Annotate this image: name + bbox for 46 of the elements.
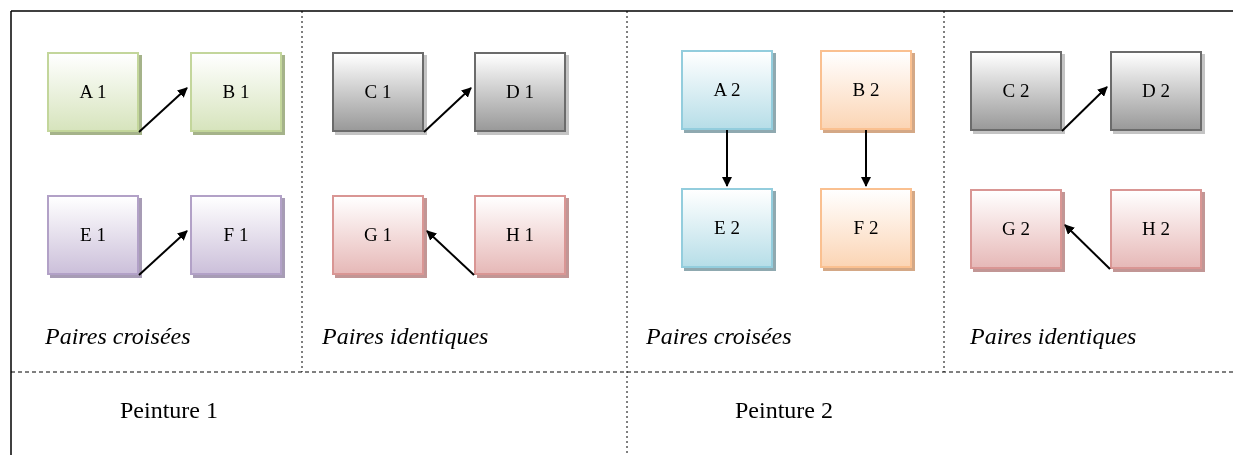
letter-box	[1110, 189, 1202, 269]
letter-box	[970, 51, 1062, 131]
box-label: H 1	[506, 222, 534, 247]
letter-box	[332, 52, 424, 132]
box-label: A 2	[713, 77, 741, 102]
box-label: C 2	[1002, 78, 1030, 103]
arrow	[722, 129, 732, 187]
arrow	[138, 230, 188, 276]
box-label: F 1	[223, 222, 249, 247]
letter-box	[1110, 51, 1202, 131]
box-label: C 1	[364, 79, 392, 104]
arrow	[1061, 86, 1108, 132]
letter-box	[47, 52, 139, 132]
letter-box	[190, 52, 282, 132]
box-label: F 2	[853, 215, 879, 240]
arrow	[423, 87, 472, 133]
box-label: B 1	[222, 79, 250, 104]
box-label: G 1	[364, 222, 392, 247]
letter-box	[474, 195, 566, 275]
box-label: G 2	[1002, 216, 1030, 241]
letter-box	[820, 188, 912, 268]
letter-box	[47, 195, 139, 275]
letter-box	[681, 188, 773, 268]
box-label: D 2	[1142, 78, 1170, 103]
box-label: D 1	[506, 79, 534, 104]
caption: Paires croisées	[646, 322, 792, 351]
letter-box	[970, 189, 1062, 269]
arrow	[426, 230, 475, 276]
box-label: B 2	[852, 77, 880, 102]
arrow	[861, 129, 871, 187]
box-label: H 2	[1142, 216, 1170, 241]
caption: Paires identiques	[970, 322, 1137, 351]
letter-box	[332, 195, 424, 275]
letter-box	[474, 52, 566, 132]
caption: Peinture 2	[735, 396, 833, 425]
arrow	[138, 87, 188, 133]
caption: Peinture 1	[120, 396, 218, 425]
caption: Paires croisées	[45, 322, 191, 351]
box-label: E 1	[80, 222, 106, 247]
box-label: E 2	[714, 215, 740, 240]
box-label: A 1	[79, 79, 107, 104]
letter-box	[190, 195, 282, 275]
letter-box	[681, 50, 773, 130]
caption: Paires identiques	[322, 322, 489, 351]
letter-box	[820, 50, 912, 130]
arrow	[1064, 224, 1111, 270]
